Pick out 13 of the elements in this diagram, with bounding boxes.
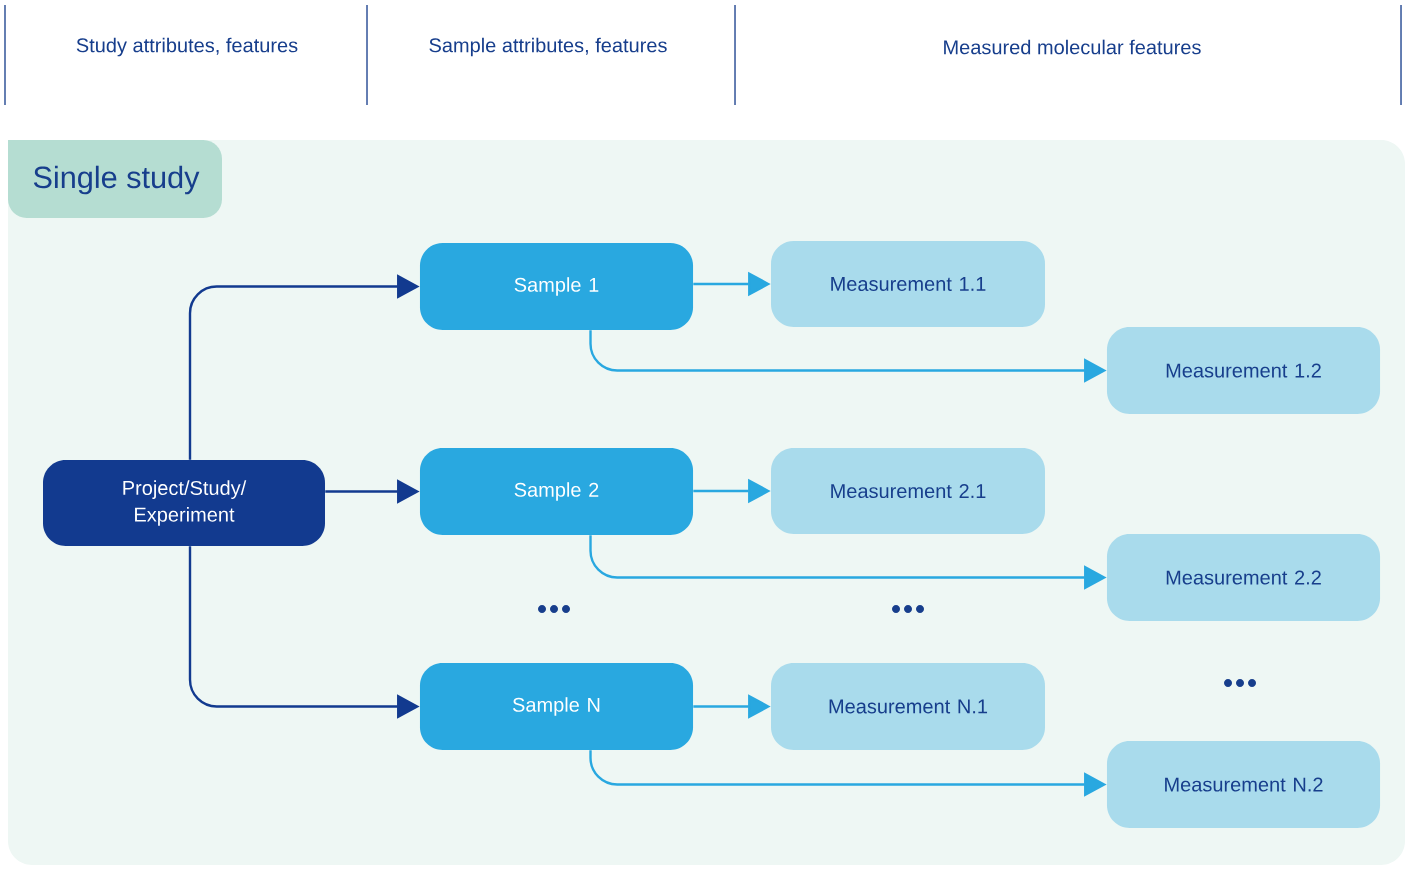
sample-box: Sample N [419, 663, 694, 750]
measurement-box: Measurement N.2 [1107, 741, 1381, 828]
measurement-box: Measurement 2.1 [771, 448, 1045, 534]
column-heading: Study attributes, features [76, 37, 298, 57]
measurement-box: Measurement N.1 [771, 663, 1045, 750]
measurement-box: Measurement 2.2 [1107, 534, 1381, 621]
sample-box: Sample 2 [419, 448, 694, 535]
measurement-box: Measurement 1.2 [1107, 327, 1381, 414]
column-heading: Measured molecular features [944, 39, 1201, 55]
column-heading: Sample attributes, features [429, 37, 667, 57]
measurement-box: Measurement 1.1 [771, 241, 1045, 327]
project-box: Project/Study/ Experiment [43, 460, 325, 546]
sample-box: Sample 1 [419, 243, 694, 330]
